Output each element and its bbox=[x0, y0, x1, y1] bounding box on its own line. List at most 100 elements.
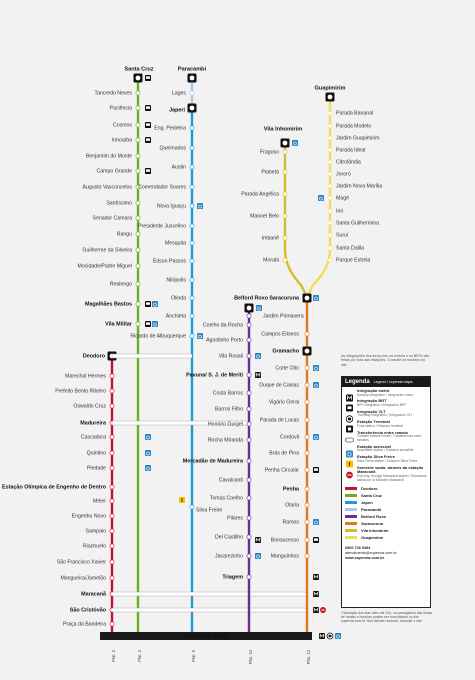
line-color-swatch bbox=[345, 529, 357, 533]
website-link[interactable]: www.supervia.com.br bbox=[345, 556, 385, 561]
station-label-sao-francisco-xavier: São Francisco Xavier bbox=[57, 559, 107, 565]
line-vila-inhomirim bbox=[283, 143, 309, 298]
station-label-praca-da-bandeira: Praça da Bandeira bbox=[63, 621, 106, 627]
saracuruna-access-icon bbox=[313, 295, 319, 301]
legend-item-sub: Tramway integration / Integración VLT bbox=[357, 413, 413, 418]
central-vlt-icon bbox=[326, 632, 334, 640]
station-santa-dalila bbox=[327, 245, 333, 251]
station-gramacho-center bbox=[304, 348, 310, 354]
contact-block: 0800 726 9494 atendimento@supervia.com.b… bbox=[342, 544, 430, 563]
access-icon-duque-de-caxias bbox=[313, 382, 319, 388]
station-label-oswaldo-cruz: Oswaldo Cruz bbox=[73, 403, 106, 409]
central-do-brasil-bar bbox=[100, 632, 312, 640]
legend-item-label: Integração metrô bbox=[357, 388, 390, 393]
station-label-parada-de-lucas: Parada de Lucas bbox=[260, 417, 300, 423]
silva-freire-info-icon bbox=[179, 497, 185, 503]
station-vila-rosali bbox=[246, 353, 252, 359]
station-label-nova-iguacu: Nova Iguaçu bbox=[157, 203, 186, 209]
metro-icon-bonsucesso bbox=[255, 537, 261, 543]
station-label-parque-estrela: Parque Estrela bbox=[336, 257, 370, 263]
station-label-vila-militar: Vila Militar bbox=[105, 321, 133, 327]
station-olaria bbox=[304, 502, 310, 508]
station-label-pavuna-s-j-de-meriti: Pavuna/ S. J. de Meriti bbox=[186, 372, 243, 378]
station-anchieta bbox=[189, 313, 195, 319]
station-quintino bbox=[109, 450, 115, 456]
station-label-tomas-coelho: Tomás Coelho bbox=[210, 495, 243, 501]
station-label-ramos: Ramos bbox=[283, 519, 300, 525]
access-icon-jacarezinho bbox=[255, 553, 261, 559]
station-label-santa-guilhermina: Santa Guilhermina bbox=[336, 220, 379, 226]
station-oswaldo-cruz bbox=[109, 403, 115, 409]
station-label-bras-de-pina: Brás de Pina bbox=[269, 450, 299, 456]
legend-item-sub: Subway integration / Integración metro bbox=[357, 392, 414, 397]
station-duque-de-caxias bbox=[304, 382, 310, 388]
station-label-inhoaiba: Inhoaíba bbox=[112, 137, 132, 143]
station-parada-modelo bbox=[327, 123, 333, 129]
legend-item-label: Somente saída, através da estação Maraca… bbox=[357, 464, 424, 475]
access-icon-corte-oito bbox=[313, 365, 319, 371]
station-sao-francisco-xavier bbox=[109, 559, 115, 565]
station-label-riachuelo: Riachuelo bbox=[83, 543, 106, 549]
legend-item-sub: Exit only, through Maracanã station / So… bbox=[357, 473, 427, 482]
line-name: Saracuruna bbox=[361, 521, 384, 527]
phone-number: 0800 726 9494 bbox=[345, 546, 371, 551]
station-label-barros-filho: Barros Filho bbox=[215, 406, 243, 412]
legend-item-label: Estação acessível bbox=[357, 443, 392, 449]
station-label-jororo: Jororó bbox=[336, 171, 351, 177]
station-label-bonsucesso: Bonsucesso bbox=[271, 537, 299, 543]
station-label-jacarezinho: Jacarezinho bbox=[215, 553, 243, 559]
terminal-label-saracuruna: Saracuruna bbox=[269, 295, 300, 301]
belford-roxo-access-icon bbox=[256, 305, 262, 311]
station-label-cordovil: Cordovil bbox=[280, 434, 299, 440]
station-label-pilares: Pilares bbox=[227, 515, 243, 521]
station-label-prefeito-bento-ribeiro: Prefeito Bento Ribeiro bbox=[55, 388, 106, 394]
station-mesquita bbox=[189, 240, 195, 246]
station-label-penha-circular: Penha Circular bbox=[265, 467, 300, 473]
station-label-manoel-belo: Manoel Belo bbox=[250, 213, 279, 219]
station-santa-guilhermina bbox=[327, 220, 333, 226]
station-jacarezinho bbox=[246, 553, 252, 559]
station-tancredo-neves bbox=[135, 90, 141, 96]
station-tomas-coelho bbox=[246, 495, 252, 501]
platform-label-2: Plat. 4 bbox=[137, 649, 142, 662]
metro-icon-triagem bbox=[313, 574, 319, 580]
station-label-campos-eliseos: Campos Elíseos bbox=[261, 331, 299, 337]
station-vigario-geral bbox=[304, 399, 310, 405]
station-paciencia bbox=[135, 105, 141, 111]
station-rocha-miranda bbox=[246, 437, 252, 443]
station-mercadao-de-madureira bbox=[246, 458, 252, 464]
station-label-jardim-guapimirim: Jardim Guapimirim bbox=[336, 135, 380, 141]
station-label-morabi: Morabi bbox=[263, 257, 279, 263]
station-imbarie bbox=[282, 235, 288, 241]
station-label-presidente-juscelino: Presidente Juscelino bbox=[138, 223, 186, 229]
station-label-rocha-miranda: Rocha Miranda bbox=[208, 437, 243, 443]
station-parque-estrela bbox=[327, 257, 333, 263]
line-name: Guapimirim bbox=[361, 535, 384, 541]
station-label-costa-barros: Costa Barros bbox=[213, 390, 244, 396]
legend-title: Legenda bbox=[345, 379, 370, 385]
station-sampaio bbox=[109, 528, 115, 534]
station-label-santa-dalila: Santa Dalila bbox=[336, 245, 364, 251]
station-augusto-vasconcelos bbox=[135, 184, 141, 190]
station-label-del-castilho: Del Castilho bbox=[215, 534, 243, 540]
station-label-coelho-da-rocha: Coelho da Rocha bbox=[203, 322, 243, 328]
station-estacao-olimpica-de-engenho-de-dentro bbox=[109, 484, 115, 490]
legend-line-paracambi: Paracambi bbox=[345, 506, 427, 513]
station-del-castilho bbox=[246, 534, 252, 540]
station-campo-grande bbox=[135, 168, 141, 174]
terminal-label-vila-inhomirim: Vila Inhomirim bbox=[264, 126, 302, 132]
station-label-guilherme-da-silveira: Guilherme da Silveira bbox=[82, 247, 132, 253]
legend-line-guapimirim: Guapimirim bbox=[345, 534, 427, 541]
station-penha-circular bbox=[304, 467, 310, 473]
terminal-saracuruna-center bbox=[304, 295, 310, 301]
station-label-augusto-vasconcelos: Augusto Vasconcelos bbox=[82, 184, 132, 190]
station-label-magalhaes-bastos: Magalhães Bastos bbox=[85, 301, 132, 307]
station-riachuelo bbox=[109, 543, 115, 549]
line-color-swatch bbox=[345, 522, 357, 526]
transfer-maracana bbox=[111, 591, 308, 597]
terminal-paracambi-center bbox=[189, 75, 195, 81]
station-label-fragoso: Fragoso bbox=[260, 149, 279, 155]
station-label-sampaio: Sampaio bbox=[86, 528, 107, 534]
line-color-swatch bbox=[345, 508, 357, 512]
